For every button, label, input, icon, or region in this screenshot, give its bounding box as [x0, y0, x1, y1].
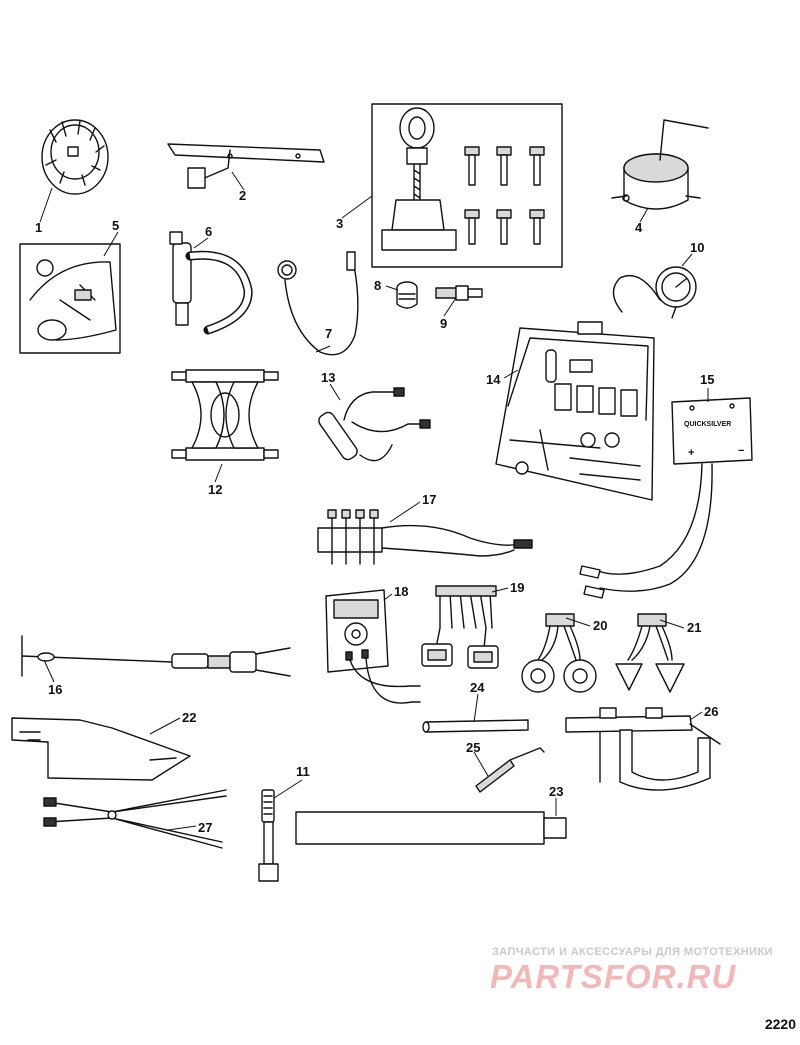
module-label: QUICKSILVER [684, 421, 731, 428]
callout-1: 1 [35, 220, 42, 235]
callout-7: 7 [325, 326, 332, 341]
part-1-filter-wrench [41, 119, 109, 195]
part-23-tube [295, 811, 567, 845]
part-13-tester [318, 387, 431, 462]
callout-25: 25 [466, 740, 480, 755]
callout-16: 16 [48, 682, 62, 697]
part-22-template-plate [11, 717, 191, 781]
callout-3: 3 [336, 216, 343, 231]
part-27-pliers [43, 789, 227, 849]
callout-12: 12 [208, 482, 222, 497]
callout-14: 14 [486, 372, 501, 387]
callout-13: 13 [321, 370, 335, 385]
part-12-bearing-separator [171, 369, 279, 461]
part-5-installation-view [19, 243, 121, 354]
minus-sign: − [738, 445, 744, 457]
callout-15: 15 [700, 372, 714, 387]
part-18-multimeter [325, 589, 421, 704]
callout-22: 22 [182, 710, 196, 725]
callout-20: 20 [593, 618, 607, 633]
callout-19: 19 [510, 580, 524, 595]
watermark-tagline: ЗАПЧАСТИ И АКСЕССУАРЫ ДЛЯ МОТОТЕХНИКИ [492, 946, 773, 958]
part-9-barb-fitting [435, 285, 483, 301]
callout-18: 18 [394, 584, 408, 599]
part-25-threaded-pin [475, 747, 545, 793]
part-16-probe-tool [21, 635, 291, 677]
callout-10: 10 [690, 240, 704, 255]
part-4-canister-tool [611, 119, 709, 210]
callout-9: 9 [440, 316, 447, 331]
plus-sign: + [688, 447, 694, 459]
callout-6: 6 [205, 224, 212, 239]
bolt-set [464, 146, 545, 245]
callout-17: 17 [422, 492, 436, 507]
part-21-triangle-connectors [615, 613, 685, 693]
callout-5: 5 [112, 218, 119, 233]
part-6-pump-hose [169, 231, 253, 335]
leader-lines [39, 171, 709, 831]
part-11-bolt [258, 789, 279, 882]
callout-8: 8 [374, 278, 381, 293]
callout-11: 11 [296, 764, 310, 779]
diagram-number: 2220 [764, 1016, 796, 1032]
callout-24: 24 [470, 680, 485, 695]
part-20-round-connectors [521, 613, 597, 693]
callout-4: 4 [635, 220, 643, 235]
part-17-test-harness [317, 509, 533, 565]
callout-2: 2 [239, 188, 246, 203]
callout-labels: 1 2 3 4 5 6 7 8 9 10 11 12 13 14 15 16 1… [35, 188, 718, 835]
part-3-lifting-eye-kit [371, 103, 563, 268]
callout-23: 23 [549, 784, 563, 799]
part-24-rod [422, 719, 529, 733]
watermark-logo: PARTSFOR.RU [490, 958, 737, 995]
part-2-bracket-tool [167, 143, 325, 189]
part-15-quicksilver-module: QUICKSILVER + − [579, 397, 753, 599]
part-26-c-clamp-fixture [565, 707, 721, 791]
callout-26: 26 [704, 704, 718, 719]
part-14-tool-case [495, 321, 655, 501]
part-7-pressure-gauge-hose [277, 251, 359, 356]
callout-27: 27 [198, 820, 212, 835]
part-8-fitting [396, 281, 418, 309]
part-10-pressure-gauge [612, 266, 697, 319]
callout-21: 21 [687, 620, 701, 635]
part-19-connector-harness [421, 585, 499, 669]
